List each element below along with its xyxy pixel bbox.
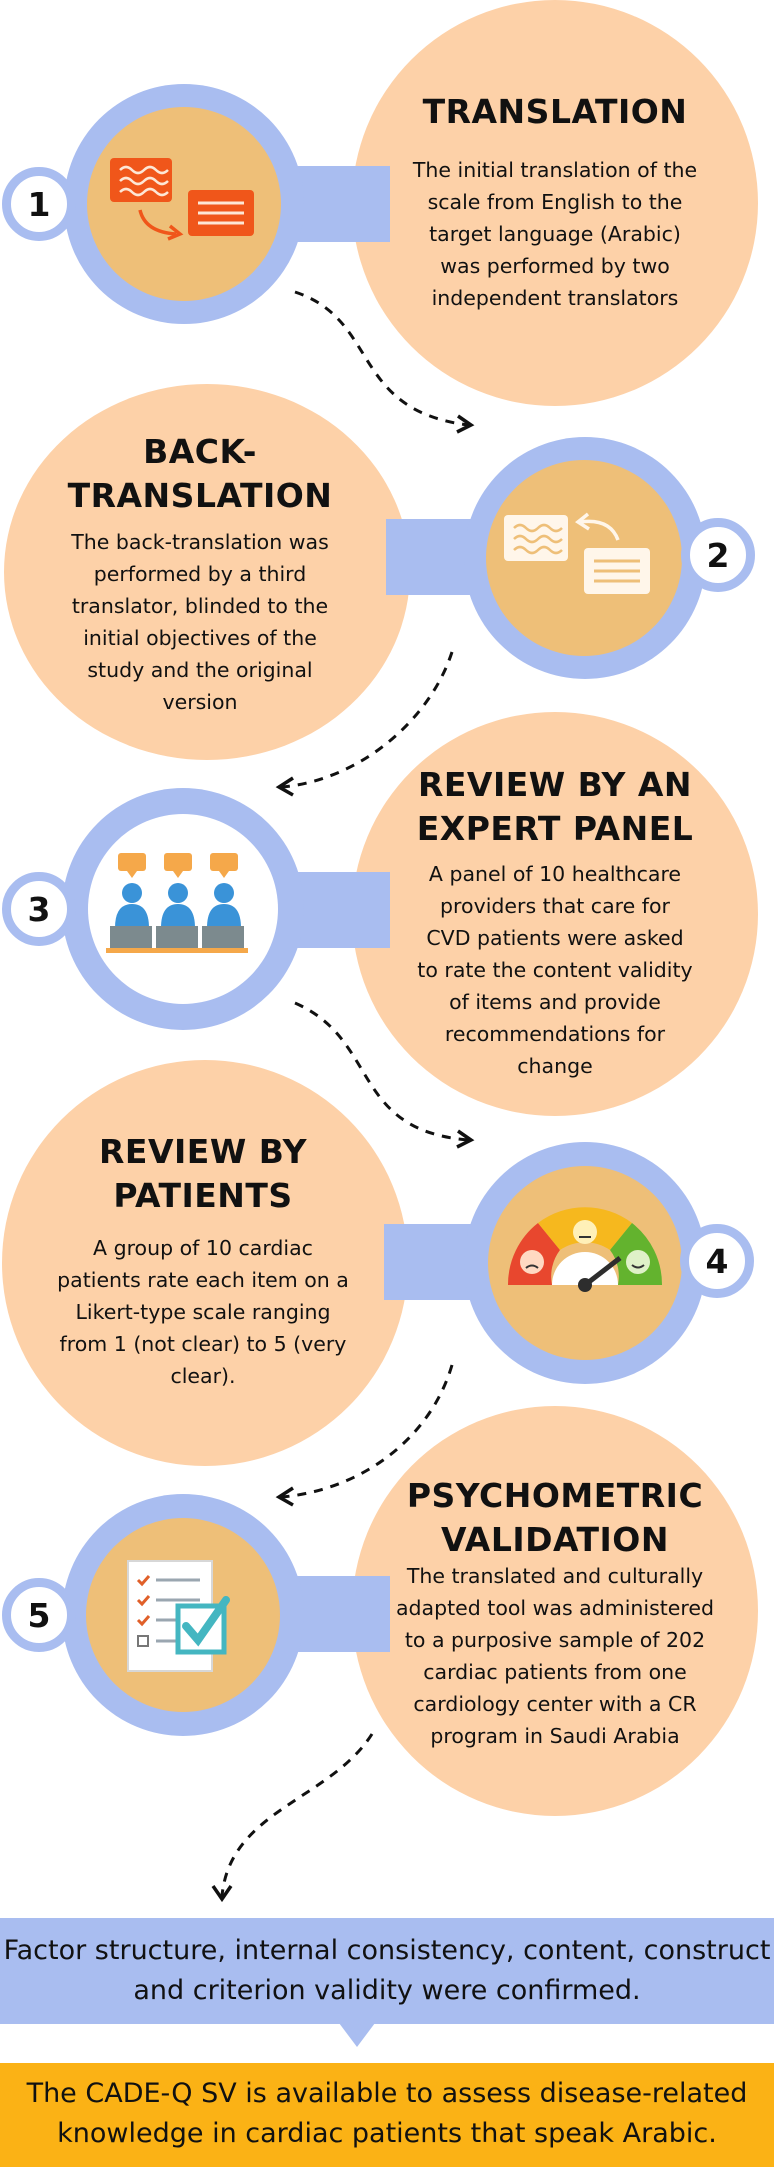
step-4-line: A group of 10 cardiac [93, 1236, 313, 1260]
step-3-title-line: EXPERT PANEL [416, 809, 694, 848]
step-5-description: The translated and culturally adapted to… [370, 1560, 740, 1752]
step-5-title-line: PSYCHOMETRIC [406, 1476, 704, 1515]
step-4-title-line: PATIENTS [113, 1176, 293, 1215]
step-5-line: cardiology center with a CR [413, 1692, 697, 1716]
result-banner-text: Factor structure, internal consistency, … [0, 1931, 774, 2011]
step-1-line: independent translators [431, 286, 679, 310]
step-2-title-line: TRANSLATION [67, 476, 333, 515]
conclusion-banner-line: knowledge in cardiac patients that speak… [57, 2118, 717, 2149]
step-5-line: The translated and culturally [406, 1564, 704, 1588]
step-1-title-line: TRANSLATION [422, 92, 688, 131]
step-3-line: providers that care for [440, 894, 670, 918]
step-2-description: The back-translation was performed by a … [30, 526, 370, 718]
arrow-5-to-result [220, 1733, 374, 1897]
step-1-description: The initial translation of the scale fro… [380, 154, 730, 314]
step-4-title: REVIEW BY PATIENTS [30, 1130, 376, 1218]
step-1-icon-circle [87, 107, 281, 301]
conclusion-banner-text: The CADE-Q SV is available to assess dis… [0, 2074, 774, 2154]
step-2-line: translator, blinded to the [71, 594, 329, 618]
result-banner-line: and criterion validity were confirmed. [133, 1975, 641, 2006]
step-3-number: 3 [2, 872, 76, 946]
step-1-line: The initial translation of the [412, 158, 698, 182]
step-5-line: cardiac patients from one [423, 1660, 687, 1684]
step-4-line: clear). [170, 1364, 236, 1388]
step-5-title-line: VALIDATION [441, 1520, 669, 1559]
conclusion-banner [0, 2063, 774, 2167]
step-2-line: version [162, 690, 238, 714]
step-2-line: initial objectives of the [83, 626, 317, 650]
step-2-number: 2 [681, 518, 755, 592]
step-3-line: recommendations for [444, 1022, 666, 1046]
step-3-line: to rate the content validity [417, 958, 693, 982]
step-4-line: Likert-type scale ranging [75, 1300, 331, 1324]
result-banner [0, 1918, 774, 2024]
step-5-number: 5 [2, 1578, 76, 1652]
step-5-icon-circle [86, 1518, 280, 1712]
step-5-title: PSYCHOMETRIC VALIDATION [360, 1474, 750, 1562]
step-3-line: change [517, 1054, 593, 1078]
step-4-title-line: REVIEW BY [99, 1132, 307, 1171]
step-2-title: BACK- TRANSLATION [30, 430, 370, 518]
step-4-icon-circle [488, 1166, 682, 1360]
step-5-line: to a purposive sample of 202 [404, 1628, 706, 1652]
step-1-number: 1 [2, 167, 76, 241]
step-3-title: REVIEW BY AN EXPERT PANEL [360, 763, 750, 851]
step-3-description: A panel of 10 healthcare providers that … [380, 858, 730, 1082]
step-3-title-line: REVIEW BY AN [417, 765, 693, 804]
step-1-line: was performed by two [440, 254, 670, 278]
step-1-line: target language (Arabic) [429, 222, 681, 246]
step-1-title: TRANSLATION [360, 90, 750, 134]
step-3-line: A panel of 10 healthcare [428, 862, 682, 886]
step-2-icon-circle [486, 460, 682, 656]
step-2-line: performed by a third [93, 562, 307, 586]
step-3-line: CVD patients were asked [426, 926, 684, 950]
result-banner-pointer [339, 2023, 375, 2047]
step-5-line: program in Saudi Arabia [430, 1724, 680, 1748]
step-4-description: A group of 10 cardiac patients rate each… [20, 1232, 386, 1392]
step-2-title-line: BACK- [143, 432, 257, 471]
step-2-line: The back-translation was [71, 530, 329, 554]
step-4-line: patients rate each item on a [57, 1268, 349, 1292]
step-3-line: of items and provide [449, 990, 661, 1014]
result-banner-line: Factor structure, internal consistency, … [3, 1935, 771, 1966]
step-4-line: from 1 (not clear) to 5 (very [59, 1332, 347, 1356]
step-2-line: study and the original [87, 658, 313, 682]
step-1-line: scale from English to the [427, 190, 683, 214]
step-5-line: adapted tool was administered [395, 1596, 715, 1620]
step-4-number: 4 [680, 1224, 754, 1298]
conclusion-banner-line: The CADE-Q SV is available to assess dis… [26, 2078, 748, 2109]
step-3-icon-circle [88, 814, 278, 1004]
